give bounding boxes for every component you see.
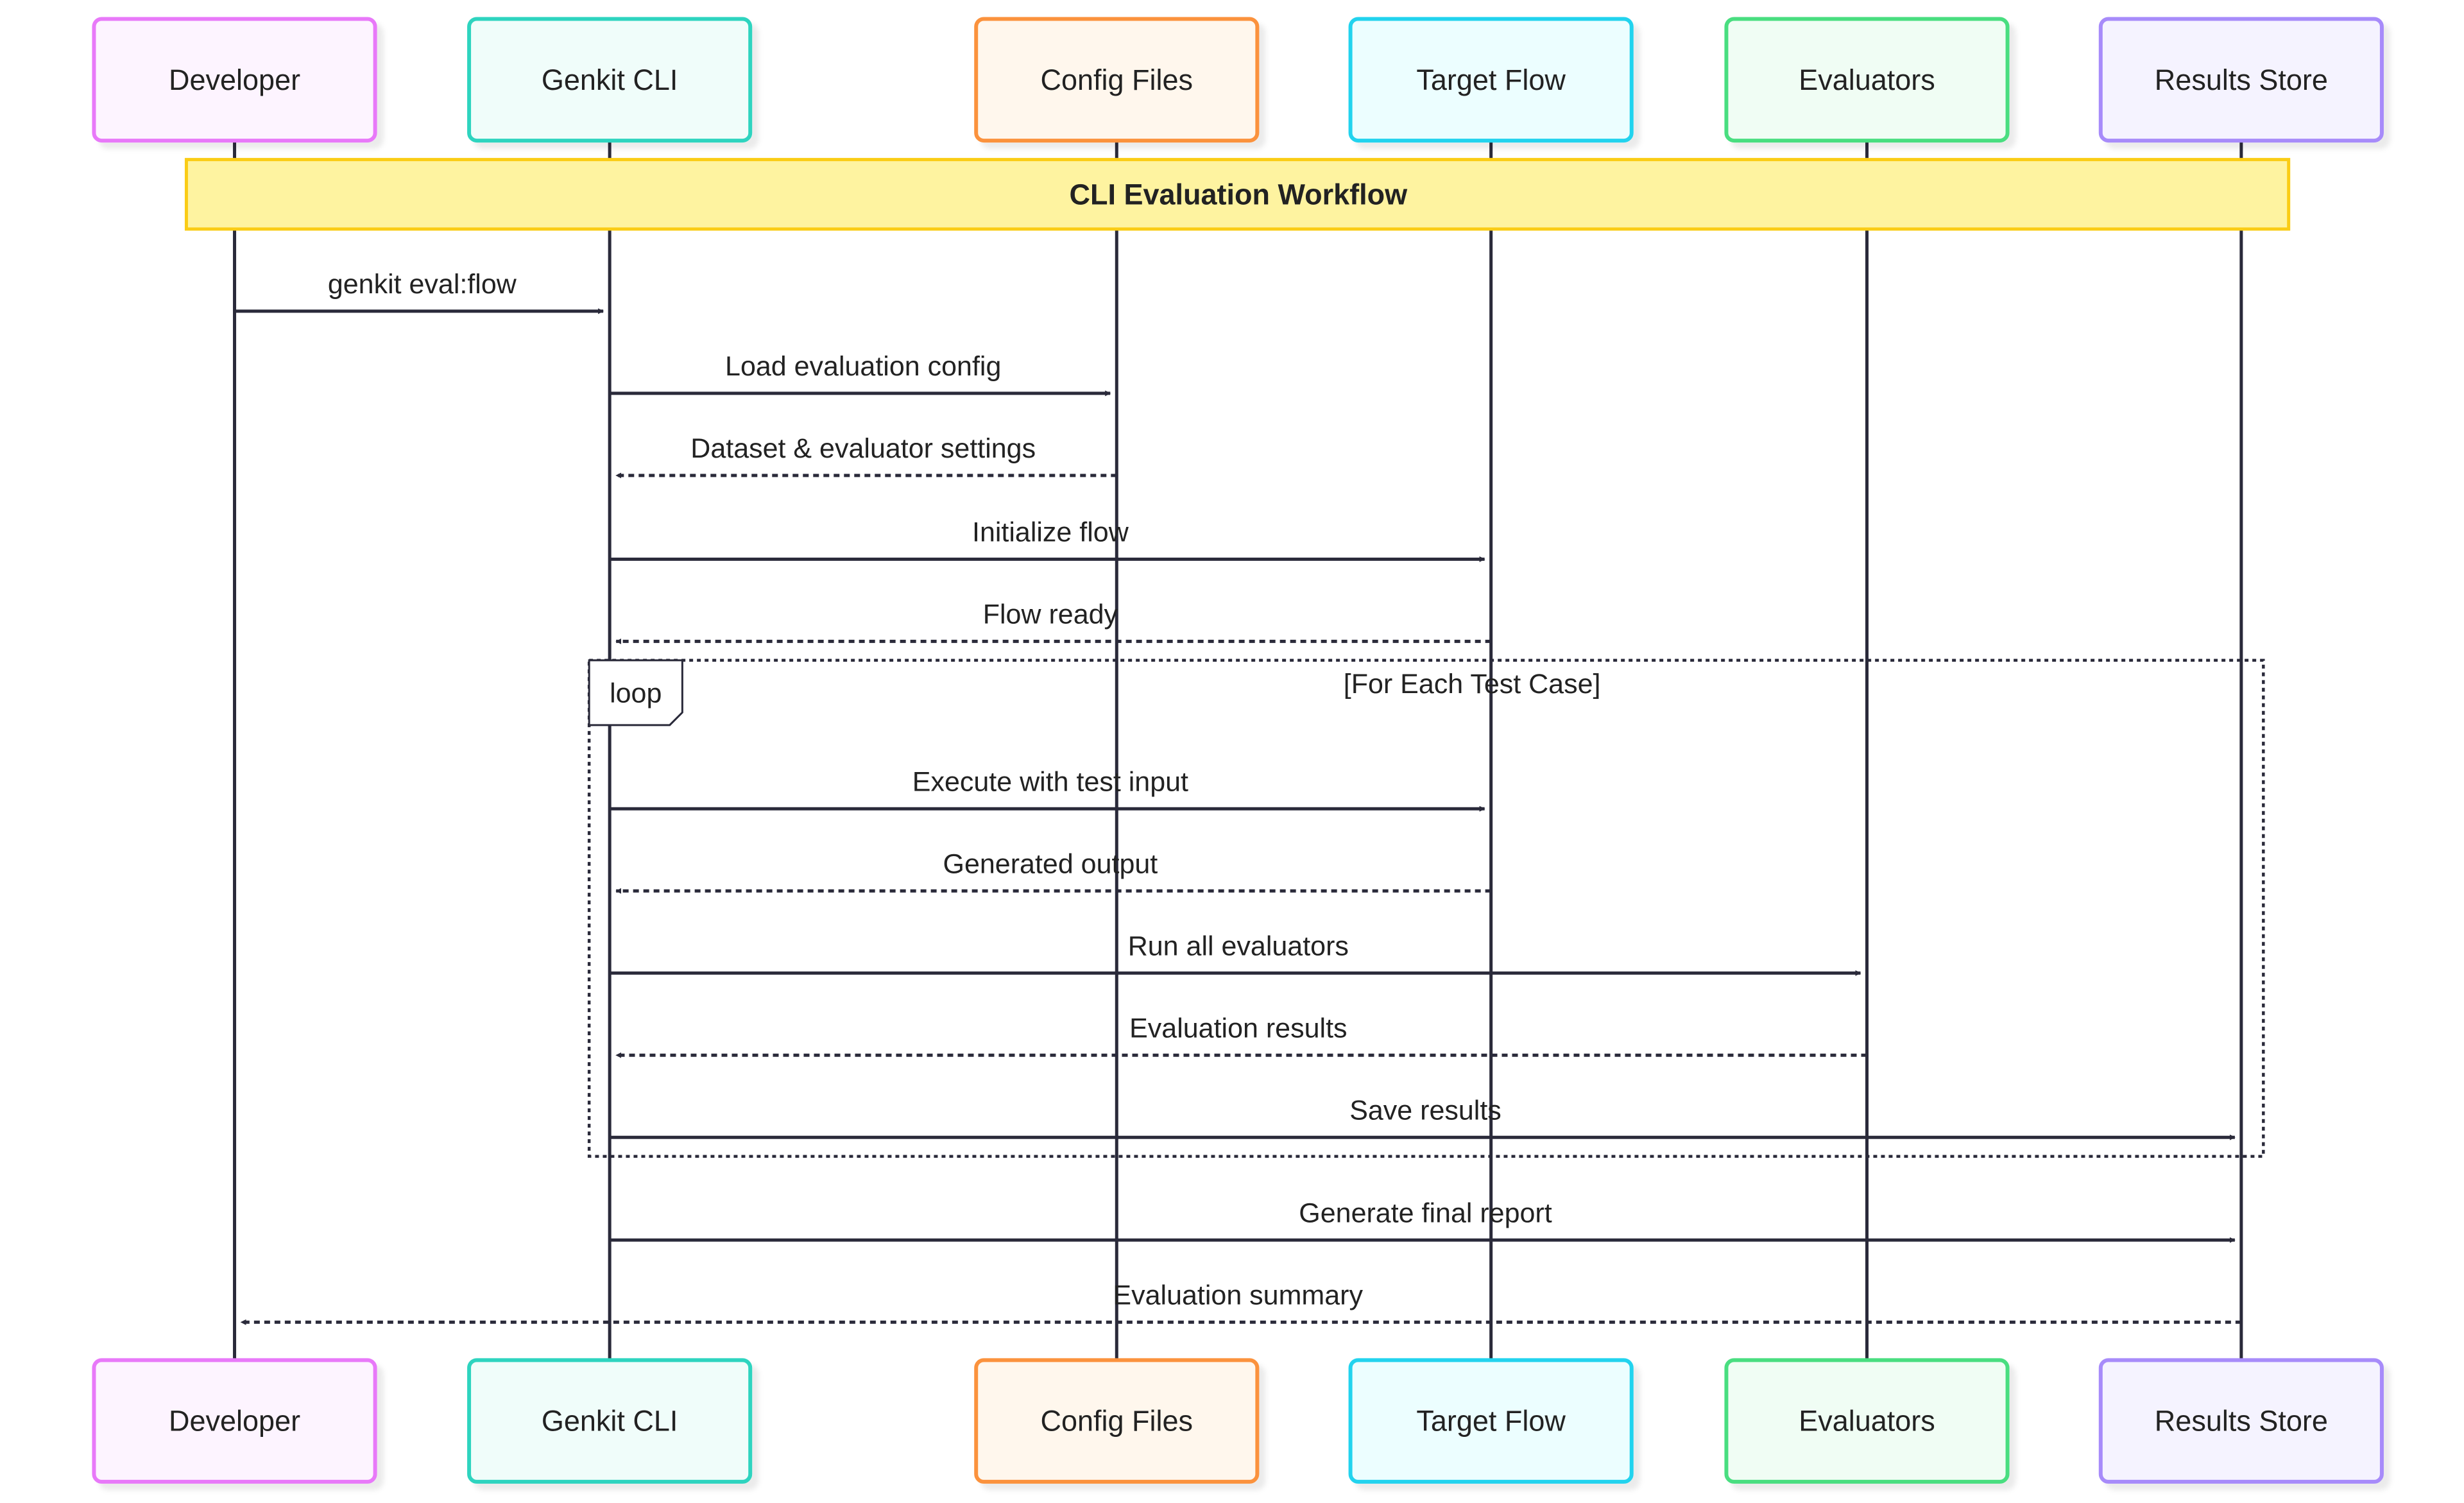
participant-flow-bottom[interactable]: Target Flow — [1348, 1358, 1634, 1484]
note-title: CLI Evaluation Workflow — [1069, 178, 1408, 210]
participant-label: Config Files — [1040, 64, 1193, 96]
participant-cli-bottom[interactable]: Genkit CLI — [467, 1358, 753, 1484]
participant-label: Target Flow — [1416, 1405, 1566, 1438]
participant-box — [974, 1358, 1260, 1484]
participant-box — [1724, 17, 2010, 143]
participant-label: Genkit CLI — [542, 1405, 678, 1438]
lifelines — [233, 141, 2243, 1361]
message-7: Generated output — [615, 848, 1491, 894]
actors-top: Developer Genkit CLI Config Files Target Fl… — [92, 17, 2384, 143]
message-label: Flow ready — [983, 599, 1118, 630]
message-10: Save results — [610, 1095, 2236, 1140]
message-label: Generated output — [943, 848, 1158, 879]
participant-label: Evaluators — [1799, 64, 1935, 96]
message-6: Execute with test input — [610, 766, 1485, 812]
actors-bottom: Developer Genkit CLI Config Files Target Fl… — [92, 1358, 2384, 1484]
participant-cfg-top[interactable]: Config Files — [974, 17, 1260, 143]
participant-cfg-bottom[interactable]: Config Files — [974, 1358, 1260, 1484]
participant-store-top[interactable]: Results Store — [2098, 17, 2384, 143]
message-8: Run all evaluators — [610, 931, 1861, 976]
participant-label: Developer — [169, 64, 300, 96]
participant-box — [92, 17, 377, 143]
message-label: Dataset & evaluator settings — [690, 433, 1036, 464]
participant-box — [467, 1358, 753, 1484]
message-9: Evaluation results — [615, 1013, 1867, 1058]
message-label: Load evaluation config — [725, 351, 1001, 382]
participant-label: Developer — [169, 1405, 300, 1438]
note-layer: CLI Evaluation Workflow — [184, 158, 2291, 231]
participant-box — [1348, 17, 1634, 143]
loop-frame: loop [For Each Test Case] — [587, 658, 2265, 1158]
message-2: Load evaluation config — [610, 351, 1111, 397]
participant-label: Evaluators — [1799, 1405, 1935, 1438]
message-4: Initialize flow — [610, 517, 1485, 562]
participant-label: Results Store — [2155, 64, 2328, 96]
participant-cli-top[interactable]: Genkit CLI — [467, 17, 753, 143]
message-5: Flow ready — [615, 599, 1491, 644]
participant-box — [467, 17, 753, 143]
participant-box — [1348, 1358, 1634, 1484]
loop-label-tab — [588, 659, 683, 726]
participant-label: Target Flow — [1416, 64, 1566, 96]
message-11: Generate final report — [610, 1198, 2236, 1243]
message-label: Execute with test input — [912, 766, 1188, 797]
message-3: Dataset & evaluator settings — [615, 433, 1117, 479]
participant-box — [2098, 17, 2384, 143]
message-1: genkit eval:flow — [234, 269, 604, 314]
loop-border — [587, 658, 2265, 1158]
message-label: Generate final report — [1299, 1198, 1552, 1228]
participant-dev-bottom[interactable]: Developer — [92, 1358, 377, 1484]
participant-flow-top[interactable]: Target Flow — [1348, 17, 1634, 143]
message-label: Save results — [1349, 1095, 1502, 1126]
participant-dev-top[interactable]: Developer — [92, 17, 377, 143]
participant-box — [92, 1358, 377, 1484]
participant-label: Config Files — [1040, 1405, 1193, 1438]
message-12: Evaluation summary — [240, 1280, 2241, 1325]
message-label: Evaluation results — [1129, 1013, 1347, 1044]
participant-label: Results Store — [2155, 1405, 2328, 1438]
loop-condition: [For Each Test Case] — [1344, 669, 1601, 700]
loop-keyword: loop — [610, 678, 662, 709]
participant-box — [2098, 1358, 2384, 1484]
participant-store-bottom[interactable]: Results Store — [2098, 1358, 2384, 1484]
participant-label: Genkit CLI — [542, 64, 678, 96]
message-label: Run all evaluators — [1128, 931, 1349, 961]
message-label: Initialize flow — [972, 517, 1129, 548]
participant-eval-top[interactable]: Evaluators — [1724, 17, 2010, 143]
message-label: genkit eval:flow — [328, 269, 517, 300]
participant-box — [974, 17, 1260, 143]
participant-eval-bottom[interactable]: Evaluators — [1724, 1358, 2010, 1484]
message-label: Evaluation summary — [1113, 1280, 1363, 1310]
participant-box — [1724, 1358, 2010, 1484]
note-box — [184, 158, 2291, 231]
